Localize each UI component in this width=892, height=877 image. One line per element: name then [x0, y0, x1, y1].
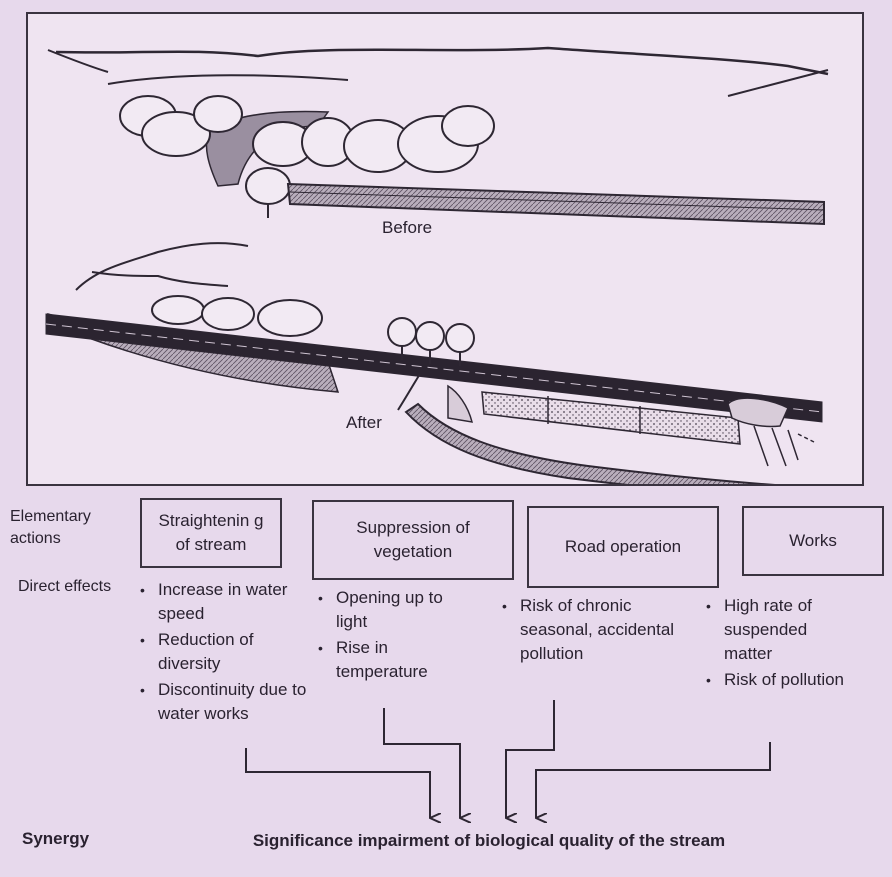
arrow-road-operation	[506, 700, 554, 818]
synergy-conclusion: Significance impairment of biological qu…	[196, 830, 782, 852]
arrow-works	[536, 742, 770, 818]
arrow-straightening	[246, 748, 430, 818]
arrow-vegetation	[384, 708, 460, 818]
